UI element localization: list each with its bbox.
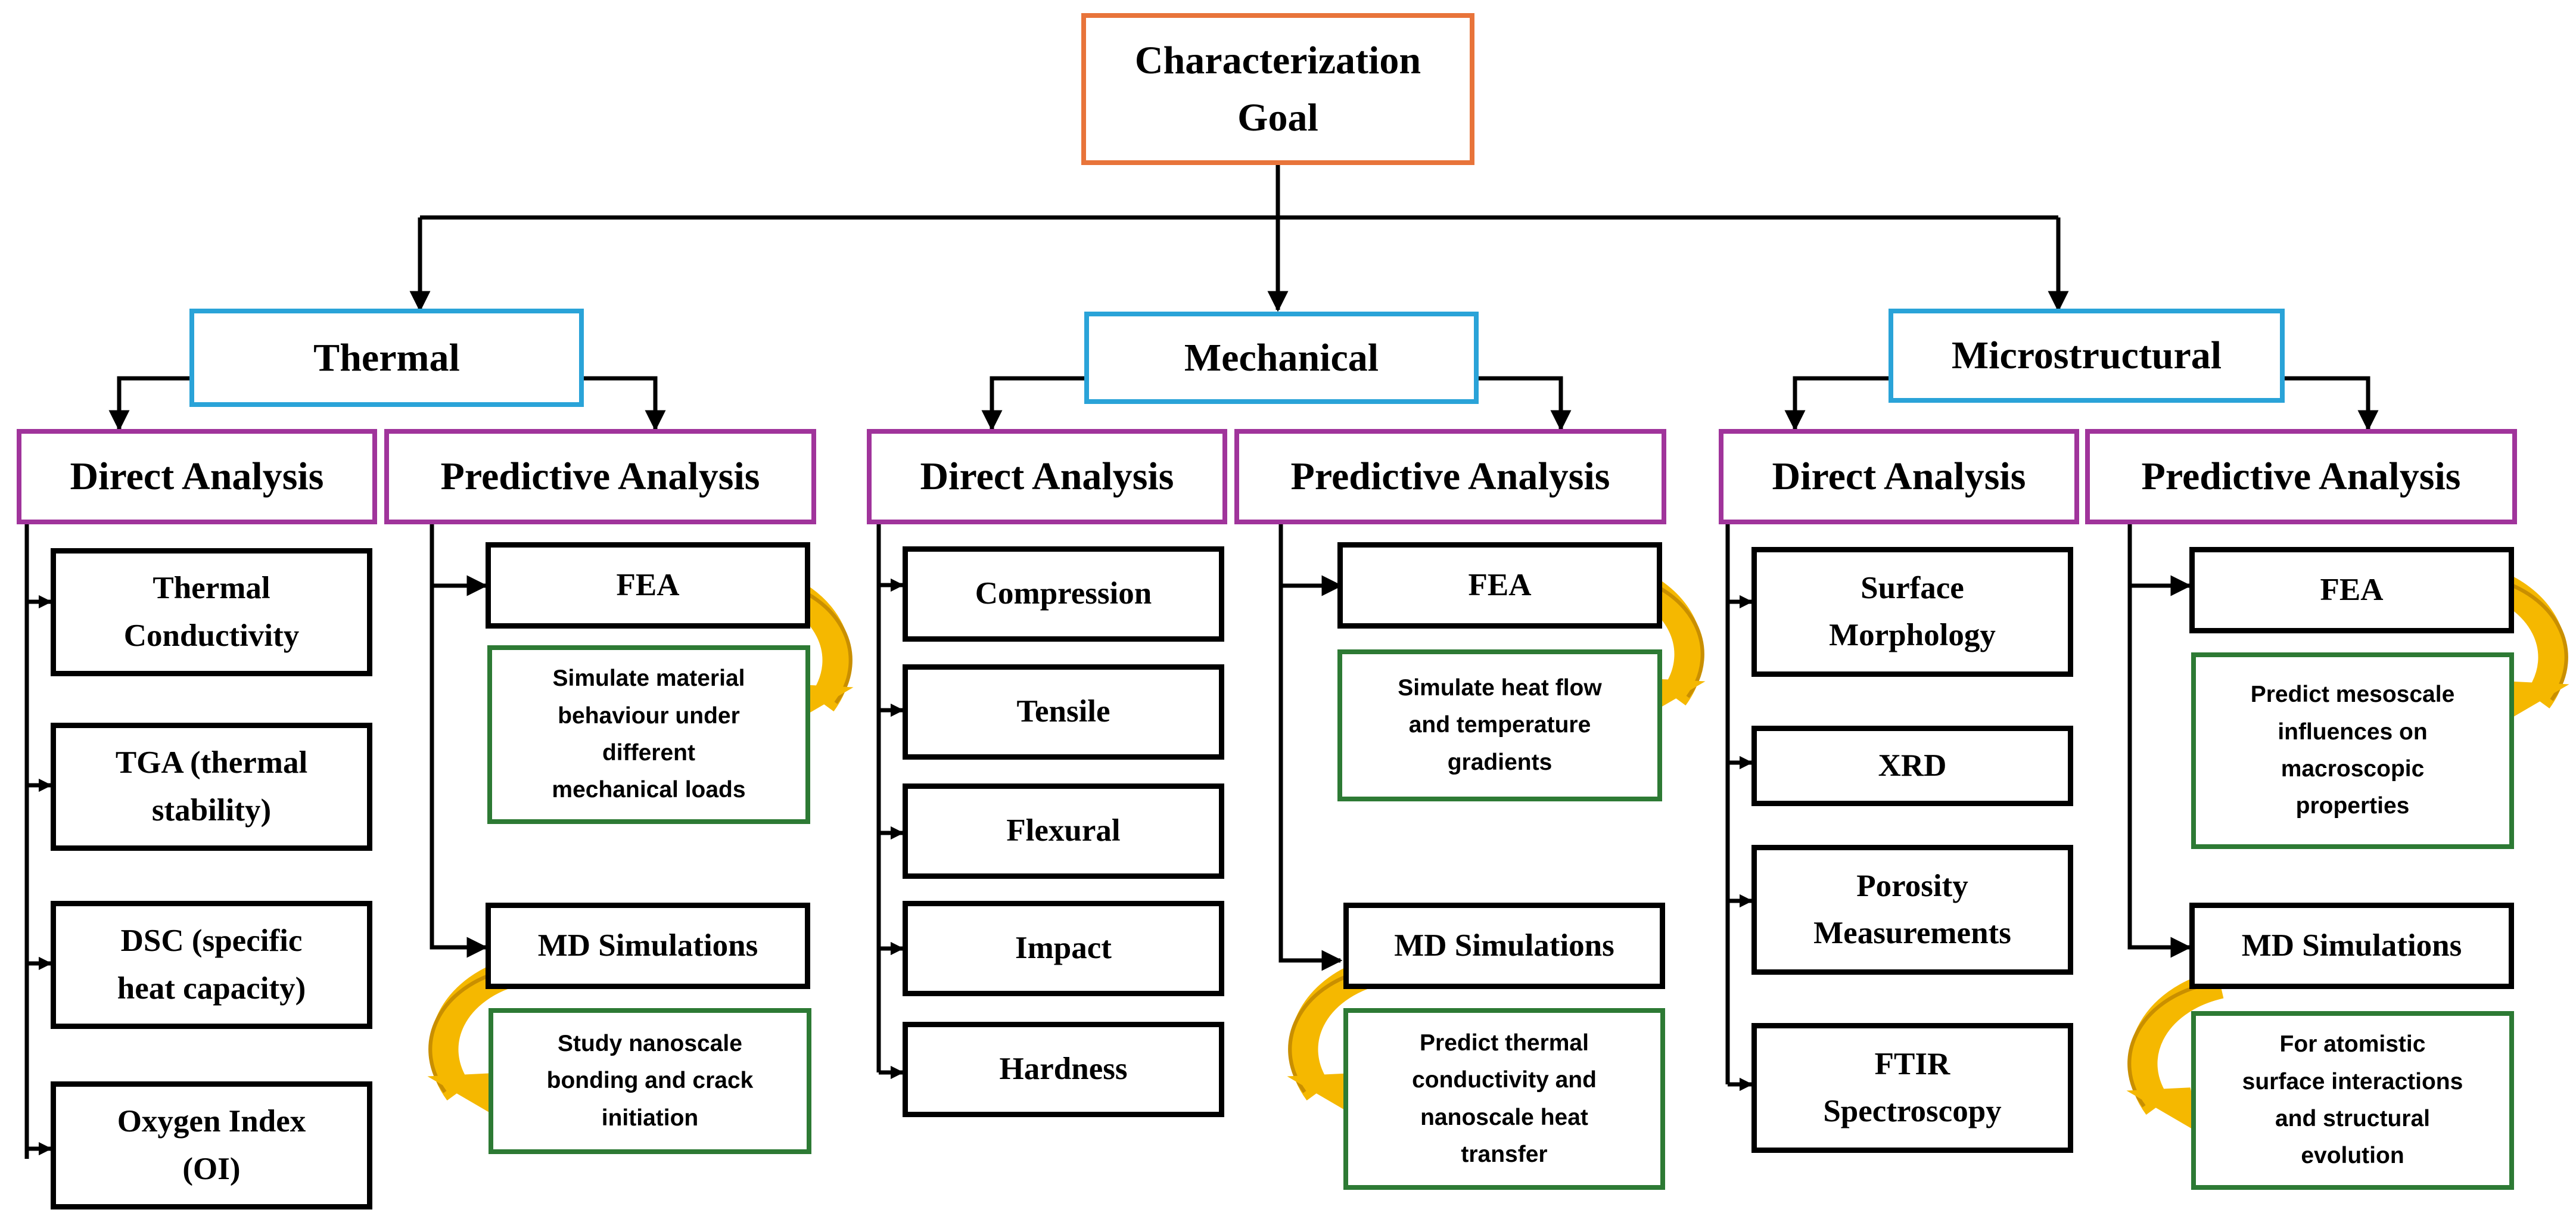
thermal-md-simulations-box: MD Simulations: [486, 903, 810, 989]
mechanical-fea-box: FEA: [1337, 542, 1662, 629]
mechanical-direct-item: Impact: [903, 901, 1224, 996]
category-title: Mechanical: [1184, 335, 1379, 380]
goal-line-2: Goal: [1237, 95, 1318, 139]
mechanical-direct-item: Compression: [903, 546, 1224, 642]
microstructural-direct-analysis-header: Direct Analysis: [1719, 429, 2079, 524]
thermal-fea-description: Simulate material behaviour under differ…: [487, 645, 810, 824]
microstructural-predictive-analysis-header: Predictive Analysis: [2085, 429, 2517, 524]
mechanical-direct-item: Hardness: [903, 1022, 1224, 1117]
microstructural-fea-box: FEA: [2189, 547, 2514, 633]
category-microstructural: Microstructural: [1889, 309, 2285, 403]
category-title: Microstructural: [1951, 334, 2222, 377]
mechanical-md-simulations-box: MD Simulations: [1343, 903, 1665, 989]
category-thermal: Thermal: [189, 309, 584, 407]
mechanical-direct-item: Tensile: [903, 664, 1224, 760]
goal-line-1: Characterization: [1134, 38, 1421, 82]
microstructural-md-description: For atomistic surface interactions and s…: [2191, 1011, 2514, 1190]
microstructural-md-simulations-box: MD Simulations: [2189, 903, 2514, 989]
curved-arrow-icon: [2126, 970, 2224, 1134]
thermal-direct-item: Oxygen Index(OI): [51, 1081, 372, 1209]
mechanical-md-description: Predict thermal conductivity and nanosca…: [1343, 1008, 1665, 1190]
microstructural-direct-item: XRD: [1751, 726, 2073, 806]
category-title: Thermal: [313, 335, 460, 380]
category-mechanical: Mechanical: [1084, 312, 1479, 404]
mechanical-fea-description: Simulate heat flow and temperature gradi…: [1337, 649, 1662, 801]
thermal-direct-analysis-header: Direct Analysis: [17, 429, 377, 524]
mechanical-direct-analysis-header: Direct Analysis: [867, 429, 1227, 524]
thermal-predictive-analysis-header: Predictive Analysis: [384, 429, 816, 524]
thermal-md-description: Study nanoscale bonding and crack initia…: [489, 1008, 811, 1154]
mechanical-direct-item: Flexural: [903, 783, 1224, 879]
microstructural-fea-description: Predict mesoscale influences on macrosco…: [2191, 652, 2514, 849]
mechanical-predictive-analysis-header: Predictive Analysis: [1234, 429, 1666, 524]
goal-box: Characterization Goal: [1081, 13, 1474, 165]
thermal-fea-box: FEA: [486, 542, 810, 629]
